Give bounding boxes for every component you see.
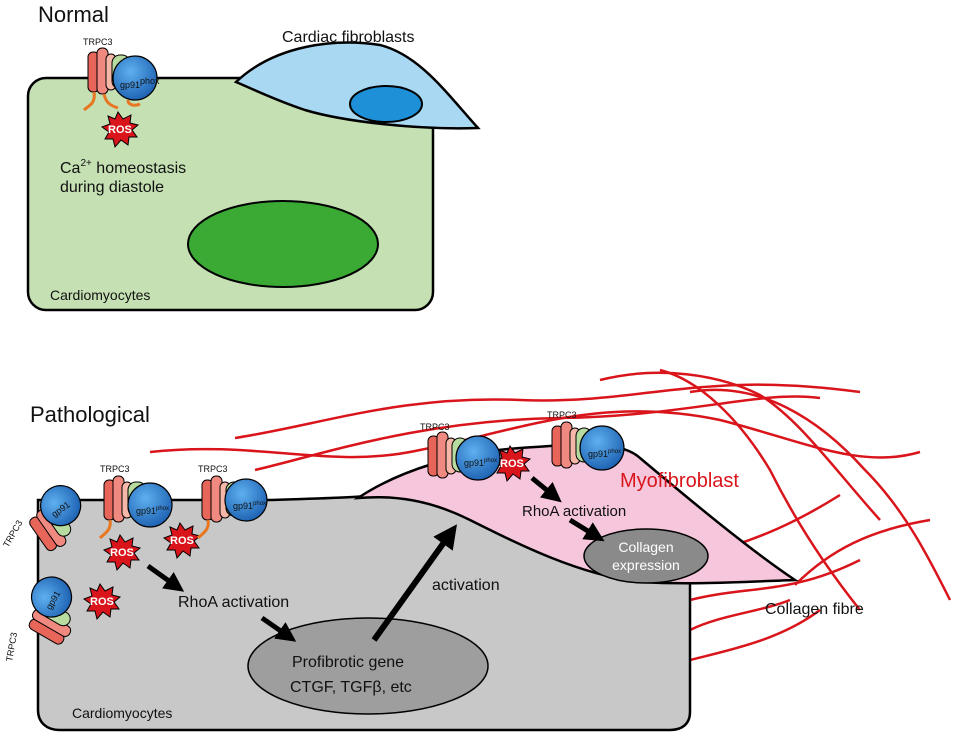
activation-arrow [371,524,457,642]
collagen-fibre-strand [659,368,861,611]
collagen-fibres [149,368,952,662]
collagen-fibre-label: Collagen fibre [765,601,864,618]
normal-heading: Normal [38,2,109,27]
patho-ros-label: ROS [110,547,134,559]
gp91phox-subunit [112,55,158,101]
normal-trpc3-label: TRPC3 [83,37,113,47]
svg-text:gp91phox: gp91phox [464,458,497,468]
svg-text:gp91phox: gp91phox [588,449,621,459]
ca-homeostasis-line1: Ca2+ homeostasis [60,158,186,177]
patho-ros-star-4: ROS [492,444,532,483]
pathological-heading: Pathological [30,402,150,427]
collagen-fibre-strand [689,608,821,662]
collagen-fibre-strand [689,558,861,602]
patho-ros-label: ROS [500,458,524,470]
myo-rhoa-to-collagen-arrow [568,517,605,542]
normal-ros-label: ROS [108,124,132,136]
ca-homeostasis-line2: during diastole [60,179,164,196]
myofibroblast-label: Myofibroblast [620,470,739,492]
trpc3-tail [82,91,96,112]
patho-trpc3-nox-complex-left-1: gp91 [29,485,82,552]
collagen-expression-nucleus [583,528,709,584]
normal-ros-star: ROS [100,110,140,149]
patho-ros-star-2: ROS [162,521,202,560]
normal-trpc3-nox-complex: TRPC3 p22phox gp91phox [82,37,160,112]
myo-trpc3-label: TRPC3 [547,410,577,420]
ros-to-rhoa-arrow [146,563,185,592]
patho-ros-star-1: ROS [102,533,142,572]
patho-ros-label: ROS [170,535,194,547]
collagen-fibre-strand [794,518,931,586]
collagen-fibre-strand [689,598,791,632]
rhoa-to-gene-arrow [260,615,297,642]
patho-trpc3-label: TRPC3 [100,464,130,474]
normal-cardiomyocyte-label: Cardiomyocytes [50,287,150,303]
profibrotic-gene-line1: Profibrotic gene [292,654,404,671]
myo-trpc3-nox-complex-2: TRPC3 gp91phox [547,410,625,471]
profibrotic-gene-nucleus [247,617,489,715]
svg-text:gp91phox: gp91phox [233,501,266,511]
activation-label: activation [432,577,500,594]
collagen-fibre-strand [689,388,952,601]
gp91-tail [126,99,141,107]
patho-ros-star-3: ROS [82,582,122,621]
patho-trpc3-label-left-2: TRPC3 [4,632,19,663]
patho-ros-label: ROS [90,596,114,608]
pathological-cardiomyocyte-label: Cardiomyocytes [72,705,172,721]
cardiac-fibroblast-label: Cardiac fibroblasts [282,29,415,46]
normal-cardiomyocyte-nucleus [187,200,379,288]
patho-trpc3-nox-complex-left-2: gp91 [28,576,73,645]
profibrotic-gene-line2: CTGF, TGFβ, etc [290,679,412,696]
trpc3-tail [102,93,119,110]
collagen-fibre-strand [254,395,821,472]
myofibroblast-rhoa-label: RhoA activation [522,503,626,520]
collagen-expression-line2: expression [612,557,680,573]
fibroblast-nucleus [349,85,423,123]
collagen-expression-line1: Collagen [618,539,673,555]
myo-trpc3-nox-complex-1: TRPC3 gp91phox [420,422,501,481]
myo-ros-to-rhoa-arrow [530,476,562,503]
normal-gp91phox-label: gp91phox [120,76,160,90]
patho-trpc3-nox-complex-1: TRPC3 p22phox gp91phox [98,464,173,540]
cardiomyocyte-rhoa-label: RhoA activation [178,594,289,611]
patho-trpc3-nox-complex-2: TRPC3 gp91phox [196,464,268,540]
patho-trpc3-label: TRPC3 [198,464,228,474]
myo-trpc3-label: TRPC3 [420,422,450,432]
patho-trpc3-label-left-1: TRPC3 [1,518,24,549]
collagen-fibre-strand [599,371,881,521]
svg-text:gp91phox: gp91phox [136,506,169,516]
